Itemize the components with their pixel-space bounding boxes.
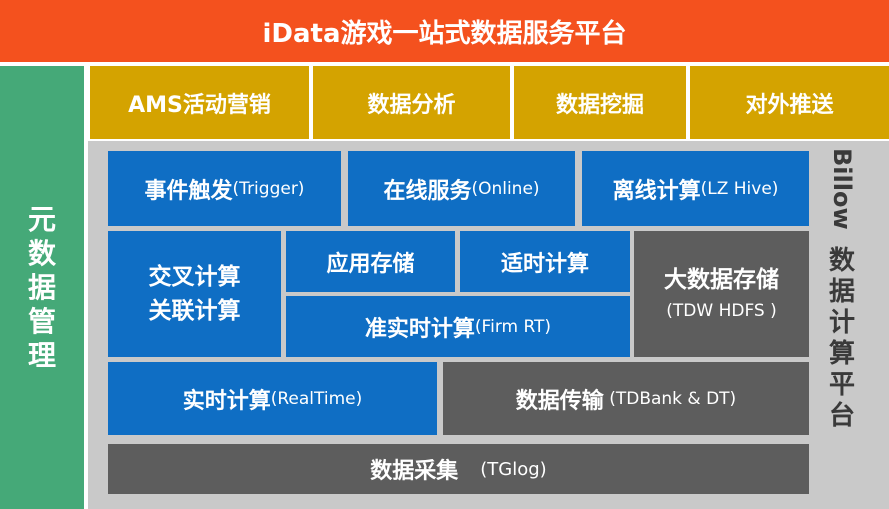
block-bigdata-storage: 大数据存储 (TDW HDFS ) <box>634 231 809 357</box>
block-cross-correlation: 交叉计算 关联计算 <box>108 231 281 357</box>
block-trigger: 事件触发(Trigger) <box>108 151 341 226</box>
meta-char: 数 <box>27 236 56 270</box>
block-cn-label: 关联计算 <box>148 298 241 324</box>
app-data-mining: 数据挖掘 <box>514 66 686 139</box>
platform-char: 计 <box>828 307 855 338</box>
platform-char: 算 <box>828 338 855 369</box>
meta-char: 元 <box>27 202 56 236</box>
meta-char: 管 <box>27 304 56 338</box>
block-cn-label: 数据采集 <box>370 459 459 484</box>
block-cn-label: 大数据存储 <box>664 267 779 293</box>
block-online: 在线服务(Online) <box>348 151 575 226</box>
meta-char: 据 <box>27 270 56 304</box>
block-en-label: (RealTime) <box>270 388 363 409</box>
block-cn-label: 应用存储 <box>326 251 415 277</box>
block-firm-realtime: 准实时计算(Firm RT) <box>286 296 630 357</box>
billow-platform-label: Billow 数 据 计 算 平 台 <box>812 148 872 478</box>
platform-char: 数 <box>828 245 855 276</box>
block-data-transfer: 数据传输 (TDBank & DT) <box>443 362 809 435</box>
block-en-label: (TGlog) <box>480 458 547 480</box>
block-offline: 离线计算(LZ Hive) <box>582 151 809 226</box>
block-realtime: 实时计算(RealTime) <box>108 362 437 435</box>
block-cn-label: 在线服务 <box>383 178 472 204</box>
platform-char: 据 <box>828 276 855 307</box>
block-cn-label: 交叉计算 <box>148 264 241 290</box>
block-en-label: (Firm RT) <box>474 316 552 337</box>
platform-title-banner: iData游戏一站式数据服务平台 <box>0 0 889 62</box>
block-cn-label: 离线计算 <box>612 178 701 204</box>
metadata-management-panel: 元 数 据 管 理 <box>0 66 84 509</box>
block-app-storage: 应用存储 <box>286 231 455 292</box>
block-cn-label: 事件触发 <box>144 178 233 204</box>
block-en-label: (TDBank & DT) <box>603 388 737 409</box>
billow-latin-label: Billow <box>828 148 856 230</box>
block-cn-label: 实时计算 <box>182 388 271 414</box>
app-label: 对外推送 <box>745 92 834 118</box>
app-ams-marketing: AMS活动营销 <box>90 66 309 139</box>
block-cn-label: 数据传输 <box>515 388 604 414</box>
platform-char: 台 <box>828 400 855 431</box>
app-external-push: 对外推送 <box>690 66 889 139</box>
block-cn-label: 准实时计算 <box>364 316 475 342</box>
block-data-collection: 数据采集 (TGlog) <box>108 444 809 494</box>
block-en-label: (Online) <box>471 178 540 199</box>
block-en-label: (TDW HDFS ) <box>666 301 777 321</box>
block-timely-compute: 适时计算 <box>460 231 630 292</box>
platform-title: iData游戏一站式数据服务平台 <box>262 18 627 49</box>
block-en-label: (Trigger) <box>232 178 305 199</box>
app-label: 数据挖掘 <box>555 92 644 118</box>
platform-char: 平 <box>828 369 855 400</box>
app-label: 数据分析 <box>367 92 456 118</box>
block-cn-label: 适时计算 <box>500 251 589 277</box>
block-en-label: (LZ Hive) <box>700 178 779 199</box>
app-data-analysis: 数据分析 <box>313 66 510 139</box>
meta-char: 理 <box>27 338 56 372</box>
app-label: AMS活动营销 <box>128 92 271 118</box>
